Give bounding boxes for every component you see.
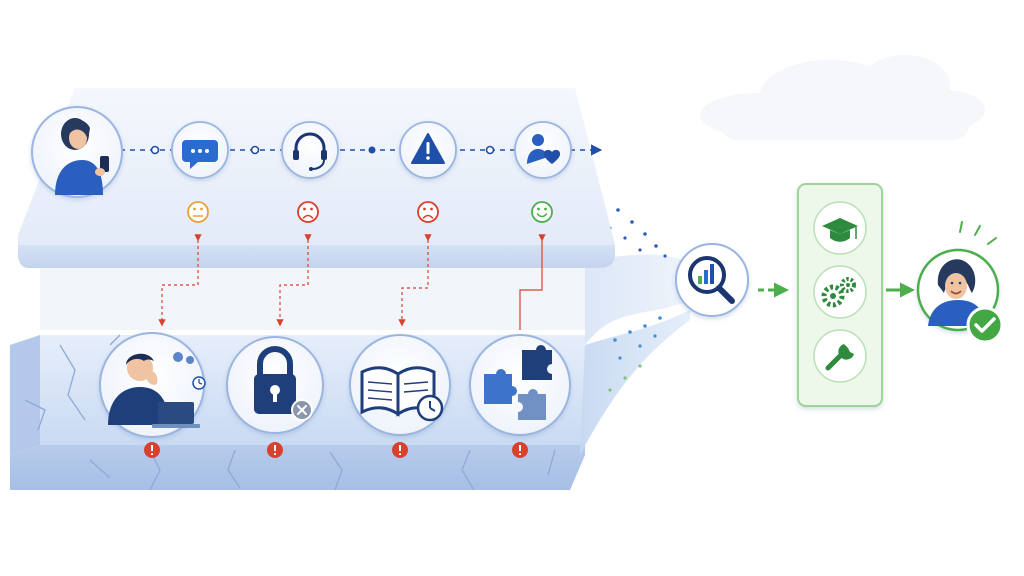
gears-icon xyxy=(821,277,856,308)
root-cause-slow-documentation xyxy=(349,334,451,458)
book-clock-icon xyxy=(360,366,444,422)
solutions-panel xyxy=(797,183,883,407)
sentiment-negative-1 xyxy=(297,201,319,223)
journey-step-care xyxy=(514,121,572,179)
headset-icon xyxy=(293,132,327,171)
sentiment-negative-2 xyxy=(417,201,439,223)
stressed-agent-icon xyxy=(108,352,206,428)
neutral-face-icon xyxy=(187,201,209,223)
journey-step-call xyxy=(281,121,339,179)
graduation-cap-icon xyxy=(822,218,858,242)
outcome-node xyxy=(916,221,1004,344)
puzzle-pieces-icon xyxy=(484,345,552,420)
magnifier-chart-icon xyxy=(688,256,735,304)
person-heart-icon xyxy=(527,134,561,164)
alert-icon xyxy=(144,442,160,458)
warning-triangle-icon xyxy=(411,133,445,164)
solution-tooling-fix xyxy=(813,329,867,383)
person-phone-icon xyxy=(55,118,109,195)
alert-icon xyxy=(267,442,283,458)
alert-icon xyxy=(392,442,408,458)
celebration-sparks xyxy=(959,221,997,245)
frowning-face-icon xyxy=(417,201,439,223)
alert-icon xyxy=(512,442,528,458)
sentiment-positive xyxy=(531,201,553,223)
background-clouds xyxy=(700,55,985,140)
analysis-node xyxy=(675,243,749,317)
journey-step-customer xyxy=(31,106,123,198)
solution-process-automation xyxy=(813,265,867,319)
frowning-face-icon xyxy=(297,201,319,223)
journey-step-chat xyxy=(171,121,229,179)
padlock-x-icon xyxy=(254,346,313,421)
solution-training xyxy=(813,201,867,255)
sentiment-neutral xyxy=(187,201,209,223)
wrench-icon xyxy=(825,344,854,371)
chat-bubble-icon xyxy=(182,140,218,169)
root-cause-fragmented-process xyxy=(469,334,571,458)
root-cause-locked-access xyxy=(226,336,324,458)
check-badge-icon xyxy=(966,306,1004,344)
cause-links xyxy=(158,234,546,330)
journey-step-alert xyxy=(399,121,457,179)
smiling-face-icon xyxy=(531,201,553,223)
convergence-funnel xyxy=(580,208,690,455)
root-cause-overwhelmed-agent xyxy=(99,332,206,458)
